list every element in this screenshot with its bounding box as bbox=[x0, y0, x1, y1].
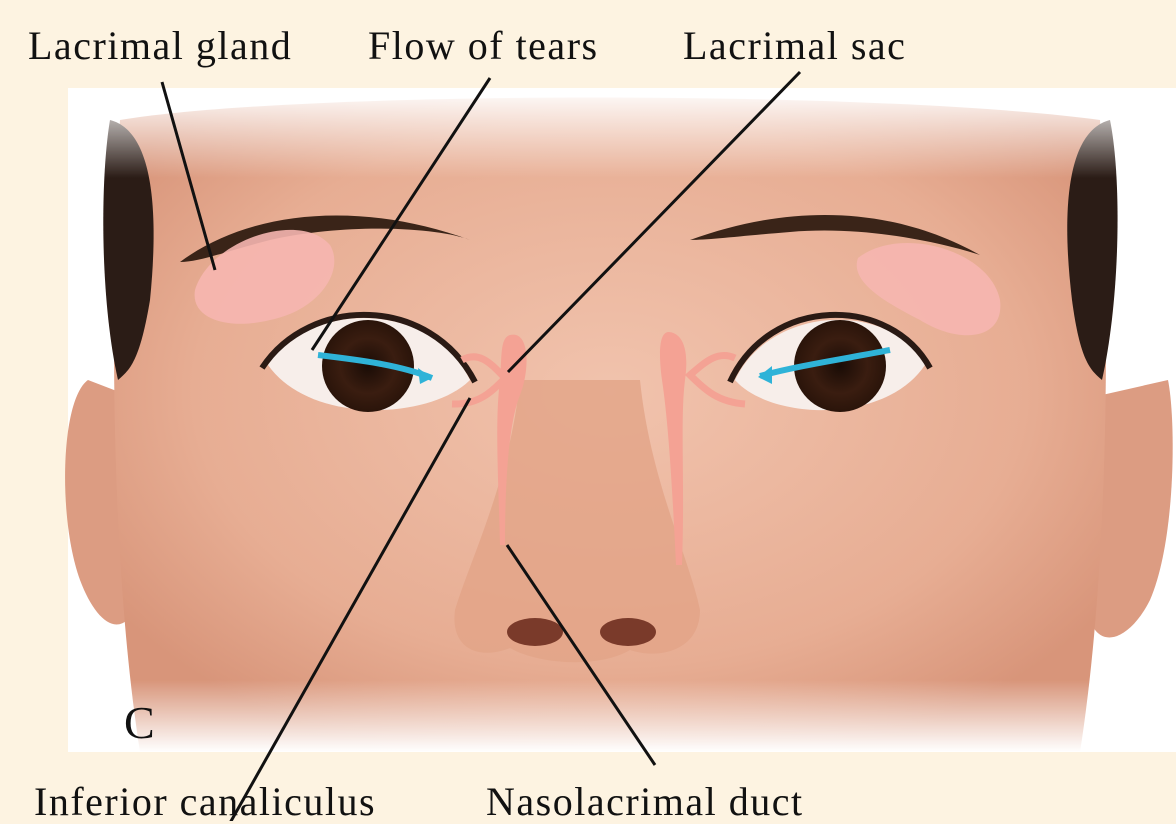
face bbox=[65, 88, 1176, 752]
right-nostril bbox=[600, 618, 656, 646]
left-nostril bbox=[507, 618, 563, 646]
panel-letter: C bbox=[124, 700, 155, 746]
label-nasolacrimal-duct: Nasolacrimal duct bbox=[486, 782, 804, 822]
label-lacrimal-sac: Lacrimal sac bbox=[683, 26, 906, 66]
label-flow-of-tears: Flow of tears bbox=[368, 26, 599, 66]
label-inferior-canaliculus: Inferior canaliculus bbox=[34, 782, 376, 822]
label-lacrimal-gland: Lacrimal gland bbox=[28, 26, 292, 66]
